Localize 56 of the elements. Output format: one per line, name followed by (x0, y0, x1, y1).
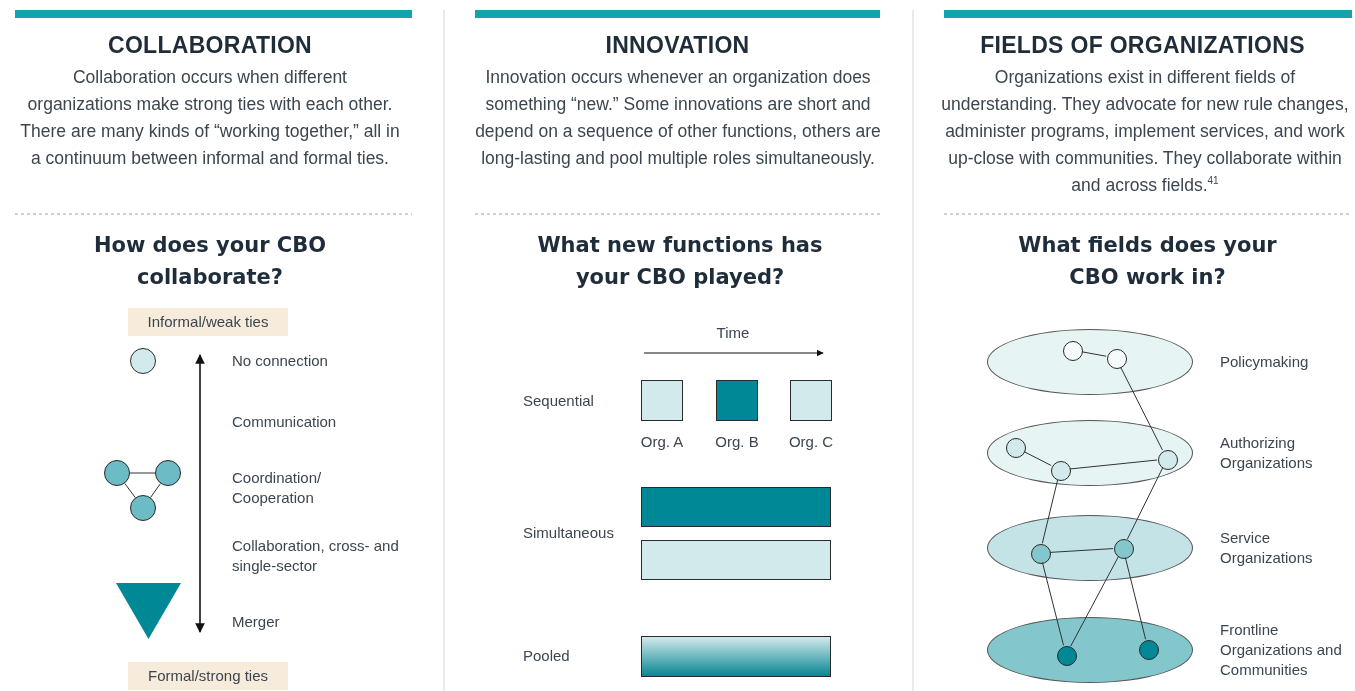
connector-line (1023, 451, 1052, 466)
section-heading: FIELDS OF ORGANIZATIONS (979, 32, 1306, 59)
function-bar (641, 487, 831, 527)
tie-label: Informal/weak ties (128, 308, 288, 336)
row-label: Sequential (523, 391, 595, 411)
connector-line (1081, 351, 1107, 357)
axis-label: Time (715, 323, 751, 343)
section-heading: COLLABORATION (106, 32, 314, 59)
row-label: Pooled (523, 646, 571, 666)
question-heading: What new functions has your CBO played? (536, 232, 824, 291)
level-label: Collaboration, cross- and single-sector (232, 536, 400, 576)
tie-label: Formal/strong ties (128, 662, 288, 690)
org-label: Org. B (715, 432, 759, 452)
connector-line (1120, 366, 1163, 451)
section-heading: INNOVATION (604, 32, 751, 59)
circle-node (155, 460, 181, 486)
circle-node (1158, 450, 1178, 470)
connector-line (129, 472, 156, 474)
level-label: No connection (232, 351, 329, 371)
connector-line (1041, 562, 1065, 646)
row-label: Simultaneous (523, 523, 615, 543)
circle-node (130, 348, 156, 374)
circle-node (1057, 646, 1077, 666)
field-label: Service Organizations (1220, 528, 1314, 568)
circle-node (104, 460, 130, 486)
circle-node (1139, 640, 1159, 660)
connector-line (1069, 459, 1158, 470)
connector-line (150, 483, 161, 498)
circle-node (1063, 341, 1083, 361)
question-heading: How does your CBO collaborate? (92, 232, 328, 291)
circle-node (1051, 461, 1071, 481)
description-paragraph: Innovation occurs whenever an organization does something “new.” Some innovations are short and depend on a sequence of other functions, others are long-lasting and pool multiple roles simultaneously. (474, 66, 882, 170)
circle-node (1114, 539, 1134, 559)
connector-line (1041, 479, 1059, 544)
connector-line (1070, 556, 1119, 647)
connector-line (1049, 548, 1114, 553)
triangle-shape (116, 583, 181, 639)
description-paragraph: Collaboration occurs when different organizations make strong ties with each other. There are many kinds of “working together,” all in a continuum between informal and formal ties. (20, 66, 400, 170)
field-label: Authorizing Organizations (1220, 433, 1314, 473)
field-label: Policymaking (1220, 352, 1310, 372)
circle-node (130, 495, 156, 521)
level-label: Coordination/ Cooperation (232, 468, 323, 508)
circle-node (1031, 544, 1051, 564)
level-label: Merger (232, 612, 281, 632)
description-paragraph: Organizations exist in different fields of understanding. They advocate for new rule changes, administer programs, implement services, and work up-close with communities. They collaborate within and across fields.$^{41}$ (940, 66, 1350, 197)
level-label: Communication (232, 412, 338, 432)
question-heading: What fields does your CBO work in? (1017, 232, 1278, 291)
org-label: Org. A (640, 432, 684, 452)
function-bar (641, 540, 831, 580)
connector-line (1126, 467, 1164, 540)
function-bar (641, 636, 831, 677)
circle-node (1006, 438, 1026, 458)
connector-line (124, 482, 136, 499)
org-label: Org. C (788, 432, 834, 452)
field-label: Frontline Organizations and Communities (1220, 620, 1343, 680)
circle-node (1107, 349, 1127, 369)
